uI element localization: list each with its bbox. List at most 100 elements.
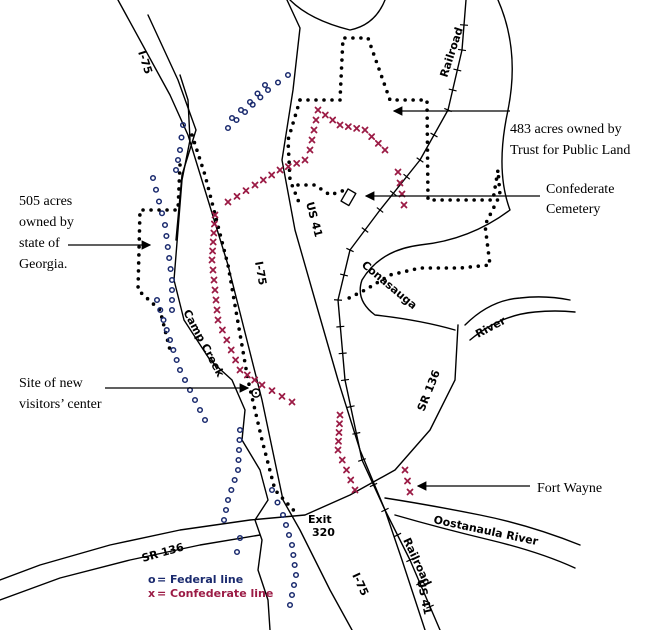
federal-marker	[178, 134, 185, 141]
confederate-marker	[338, 456, 346, 464]
federal-marker	[233, 548, 241, 556]
confederate-line-markers	[208, 106, 414, 496]
federal-marker	[172, 166, 180, 174]
conasauga-river-north	[464, 296, 571, 326]
federal-marker	[291, 561, 298, 569]
confederate-marker	[242, 187, 250, 195]
confederate-marker	[381, 146, 389, 154]
confederate-marker	[329, 116, 337, 124]
confederate-marker	[258, 381, 266, 389]
confederate-marker	[211, 220, 218, 228]
conasauga-river-south	[469, 310, 576, 341]
federal-marker	[237, 106, 245, 114]
federal-marker	[158, 210, 166, 217]
oostanaula-river-north	[384, 497, 581, 546]
federal-marker	[246, 98, 254, 106]
federal-marker	[168, 276, 176, 284]
federal-marker	[152, 186, 160, 193]
sr136-left-label: SR 136	[140, 540, 185, 564]
federal-marker	[168, 286, 176, 294]
cemetery-label-2: Cemetery	[546, 202, 600, 217]
federal-marker	[163, 232, 170, 240]
confederate-marker	[396, 179, 404, 187]
confederate-marker	[336, 121, 344, 129]
confederate-marker	[347, 476, 355, 484]
trust-land-boundary	[298, 36, 502, 302]
railroad	[337, 0, 467, 630]
confederate-marker	[214, 316, 222, 324]
railroad-tick	[340, 378, 350, 382]
confederate-marker	[368, 133, 376, 141]
legend-confederate-label: = Confederate line	[157, 587, 273, 600]
visitors-center-marker	[251, 388, 261, 398]
confederate-marker	[374, 139, 382, 147]
confederate-marker	[227, 346, 235, 354]
federal-marker	[228, 486, 235, 494]
federal-marker	[286, 601, 294, 609]
railroad-tick	[403, 173, 411, 180]
legend-federal-label: = Federal line	[157, 573, 243, 586]
visitors-label-1: Site of new	[19, 376, 84, 391]
federal-marker	[236, 436, 243, 444]
confederate-marker	[210, 229, 218, 237]
oostanaula-river-south	[394, 514, 576, 569]
federal-marker	[155, 198, 163, 205]
federal-marker	[163, 326, 170, 334]
confederate-marker	[259, 176, 267, 184]
railroad-tick	[416, 581, 424, 586]
federal-marker	[235, 456, 242, 464]
confederate-marker	[335, 429, 343, 436]
railroad-tick	[369, 482, 378, 488]
confederate-marker	[224, 198, 232, 206]
federal-marker	[179, 121, 187, 129]
railroad-tick	[376, 207, 384, 213]
federal-marker	[201, 416, 209, 424]
confederate-marker	[404, 477, 411, 485]
trust-label-2: Trust for Public Land	[510, 143, 630, 158]
confederate-marker	[401, 466, 409, 474]
sr136-road	[0, 324, 459, 581]
confederate-marker	[233, 192, 241, 200]
railroad-tick	[361, 227, 369, 233]
federal-line-markers	[149, 71, 300, 609]
confederate-cemetery-marker	[340, 188, 357, 207]
visitors-label-2: visitors’ center	[19, 397, 102, 412]
exit-label-1: Exit	[308, 513, 332, 526]
federal-marker	[166, 336, 174, 344]
railroad-ticks	[333, 24, 469, 609]
federal-marker	[174, 156, 182, 164]
fort-wayne-label: Fort Wayne	[537, 481, 602, 496]
federal-marker	[181, 376, 189, 384]
confederate-marker	[321, 111, 329, 119]
railroad-tick	[457, 48, 467, 52]
federal-marker	[257, 94, 264, 101]
railroad-tick	[336, 325, 345, 328]
federal-marker	[279, 511, 287, 519]
federal-marker	[170, 346, 177, 354]
river-bank-top	[289, 0, 386, 31]
federal-marker	[161, 221, 169, 229]
oostanaula-label: Oostanaula River	[432, 513, 539, 548]
confederate-marker	[293, 159, 301, 167]
federal-marker	[173, 356, 180, 364]
georgia-label-1: 505 acres	[19, 194, 72, 209]
georgia-label-4: Georgia.	[19, 257, 67, 272]
legend: o = Federal line x = Confederate line	[148, 573, 273, 600]
federal-marker	[236, 534, 244, 542]
federal-marker	[268, 486, 276, 494]
confederate-marker	[343, 466, 350, 474]
confederate-marker	[314, 106, 322, 114]
federal-marker	[254, 90, 261, 97]
federal-marker	[282, 521, 290, 529]
railroad-tick	[381, 507, 389, 513]
federal-marker	[292, 571, 300, 579]
federal-marker	[176, 146, 184, 154]
federal-marker	[167, 265, 174, 273]
georgia-land-boundary	[136, 133, 300, 517]
confederate-marker	[268, 387, 276, 395]
federal-marker	[290, 581, 298, 589]
i75-bottom-label: I-75	[349, 571, 371, 598]
railroad-tick	[346, 247, 354, 253]
railroad-tick	[453, 68, 462, 72]
